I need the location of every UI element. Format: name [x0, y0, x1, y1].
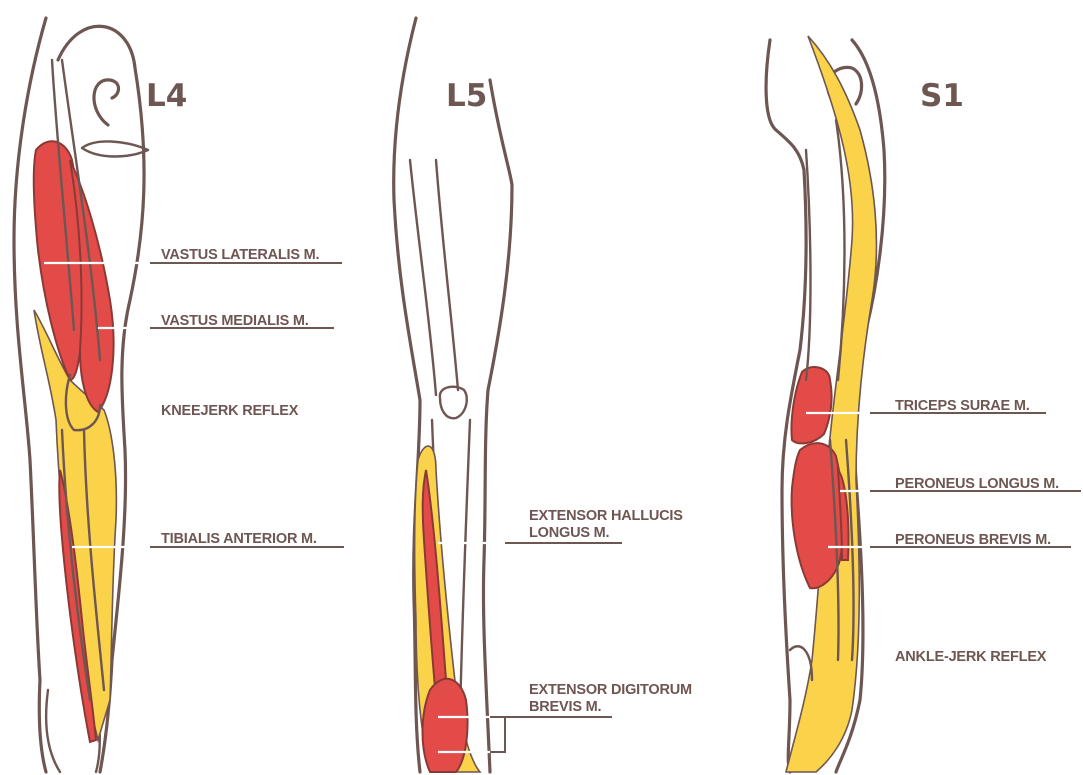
l4-leg-outline-left: [14, 18, 46, 772]
s1-triceps-surae: [791, 367, 831, 443]
l5-leg-outline-right: [483, 80, 512, 772]
l4-segment-label: L4: [146, 78, 187, 114]
label-vastus-lateralis: VASTUS LATERALIS M.: [161, 247, 320, 263]
label-ankle-jerk-reflex: ANKLE-JERK REFLEX: [895, 649, 1047, 665]
l5-segment-label: L5: [446, 78, 487, 114]
s1-segment-label: S1: [920, 78, 964, 114]
label-triceps-surae: TRICEPS SURAE M.: [895, 398, 1030, 414]
label-extensor-hallucis-line1: EXTENSOR HALLUCIS: [529, 508, 683, 524]
label-extensor-digitorum-line1: EXTENSOR DIGITORUM: [529, 682, 692, 698]
label-kneejerk-reflex: KNEEJERK REFLEX: [161, 403, 299, 419]
label-peroneus-longus: PERONEUS LONGUS M.: [895, 476, 1059, 492]
l4-pelvis-outline: [94, 80, 119, 125]
label-extensor-digitorum-line2: BREVIS M.: [529, 699, 601, 715]
l5-femur: [410, 160, 458, 395]
label-extensor-hallucis-line2: LONGUS M.: [529, 525, 610, 541]
label-peroneus-brevis: PERONEUS BREVIS M.: [895, 532, 1051, 548]
l5-patella: [440, 387, 467, 419]
panel-l5: L5 EXTENSOR HALLUCIS LONGUS M. EXTENSOR …: [394, 18, 692, 772]
panel-s1: S1 TRICEPS SURAE M. PERONEUS LONGUS M. P…: [766, 36, 1081, 772]
l5-extensor-digitorum-brevis: [423, 679, 468, 772]
panel-l4: L4 VASTUS LATERALIS M. VASTUS MEDIALIS M…: [14, 18, 344, 772]
label-vastus-medialis: VASTUS MEDIALIS M.: [161, 313, 309, 329]
label-tibialis-anterior: TIBIALIS ANTERIOR M.: [161, 531, 317, 547]
l4-pelvis-ring: [82, 141, 148, 156]
